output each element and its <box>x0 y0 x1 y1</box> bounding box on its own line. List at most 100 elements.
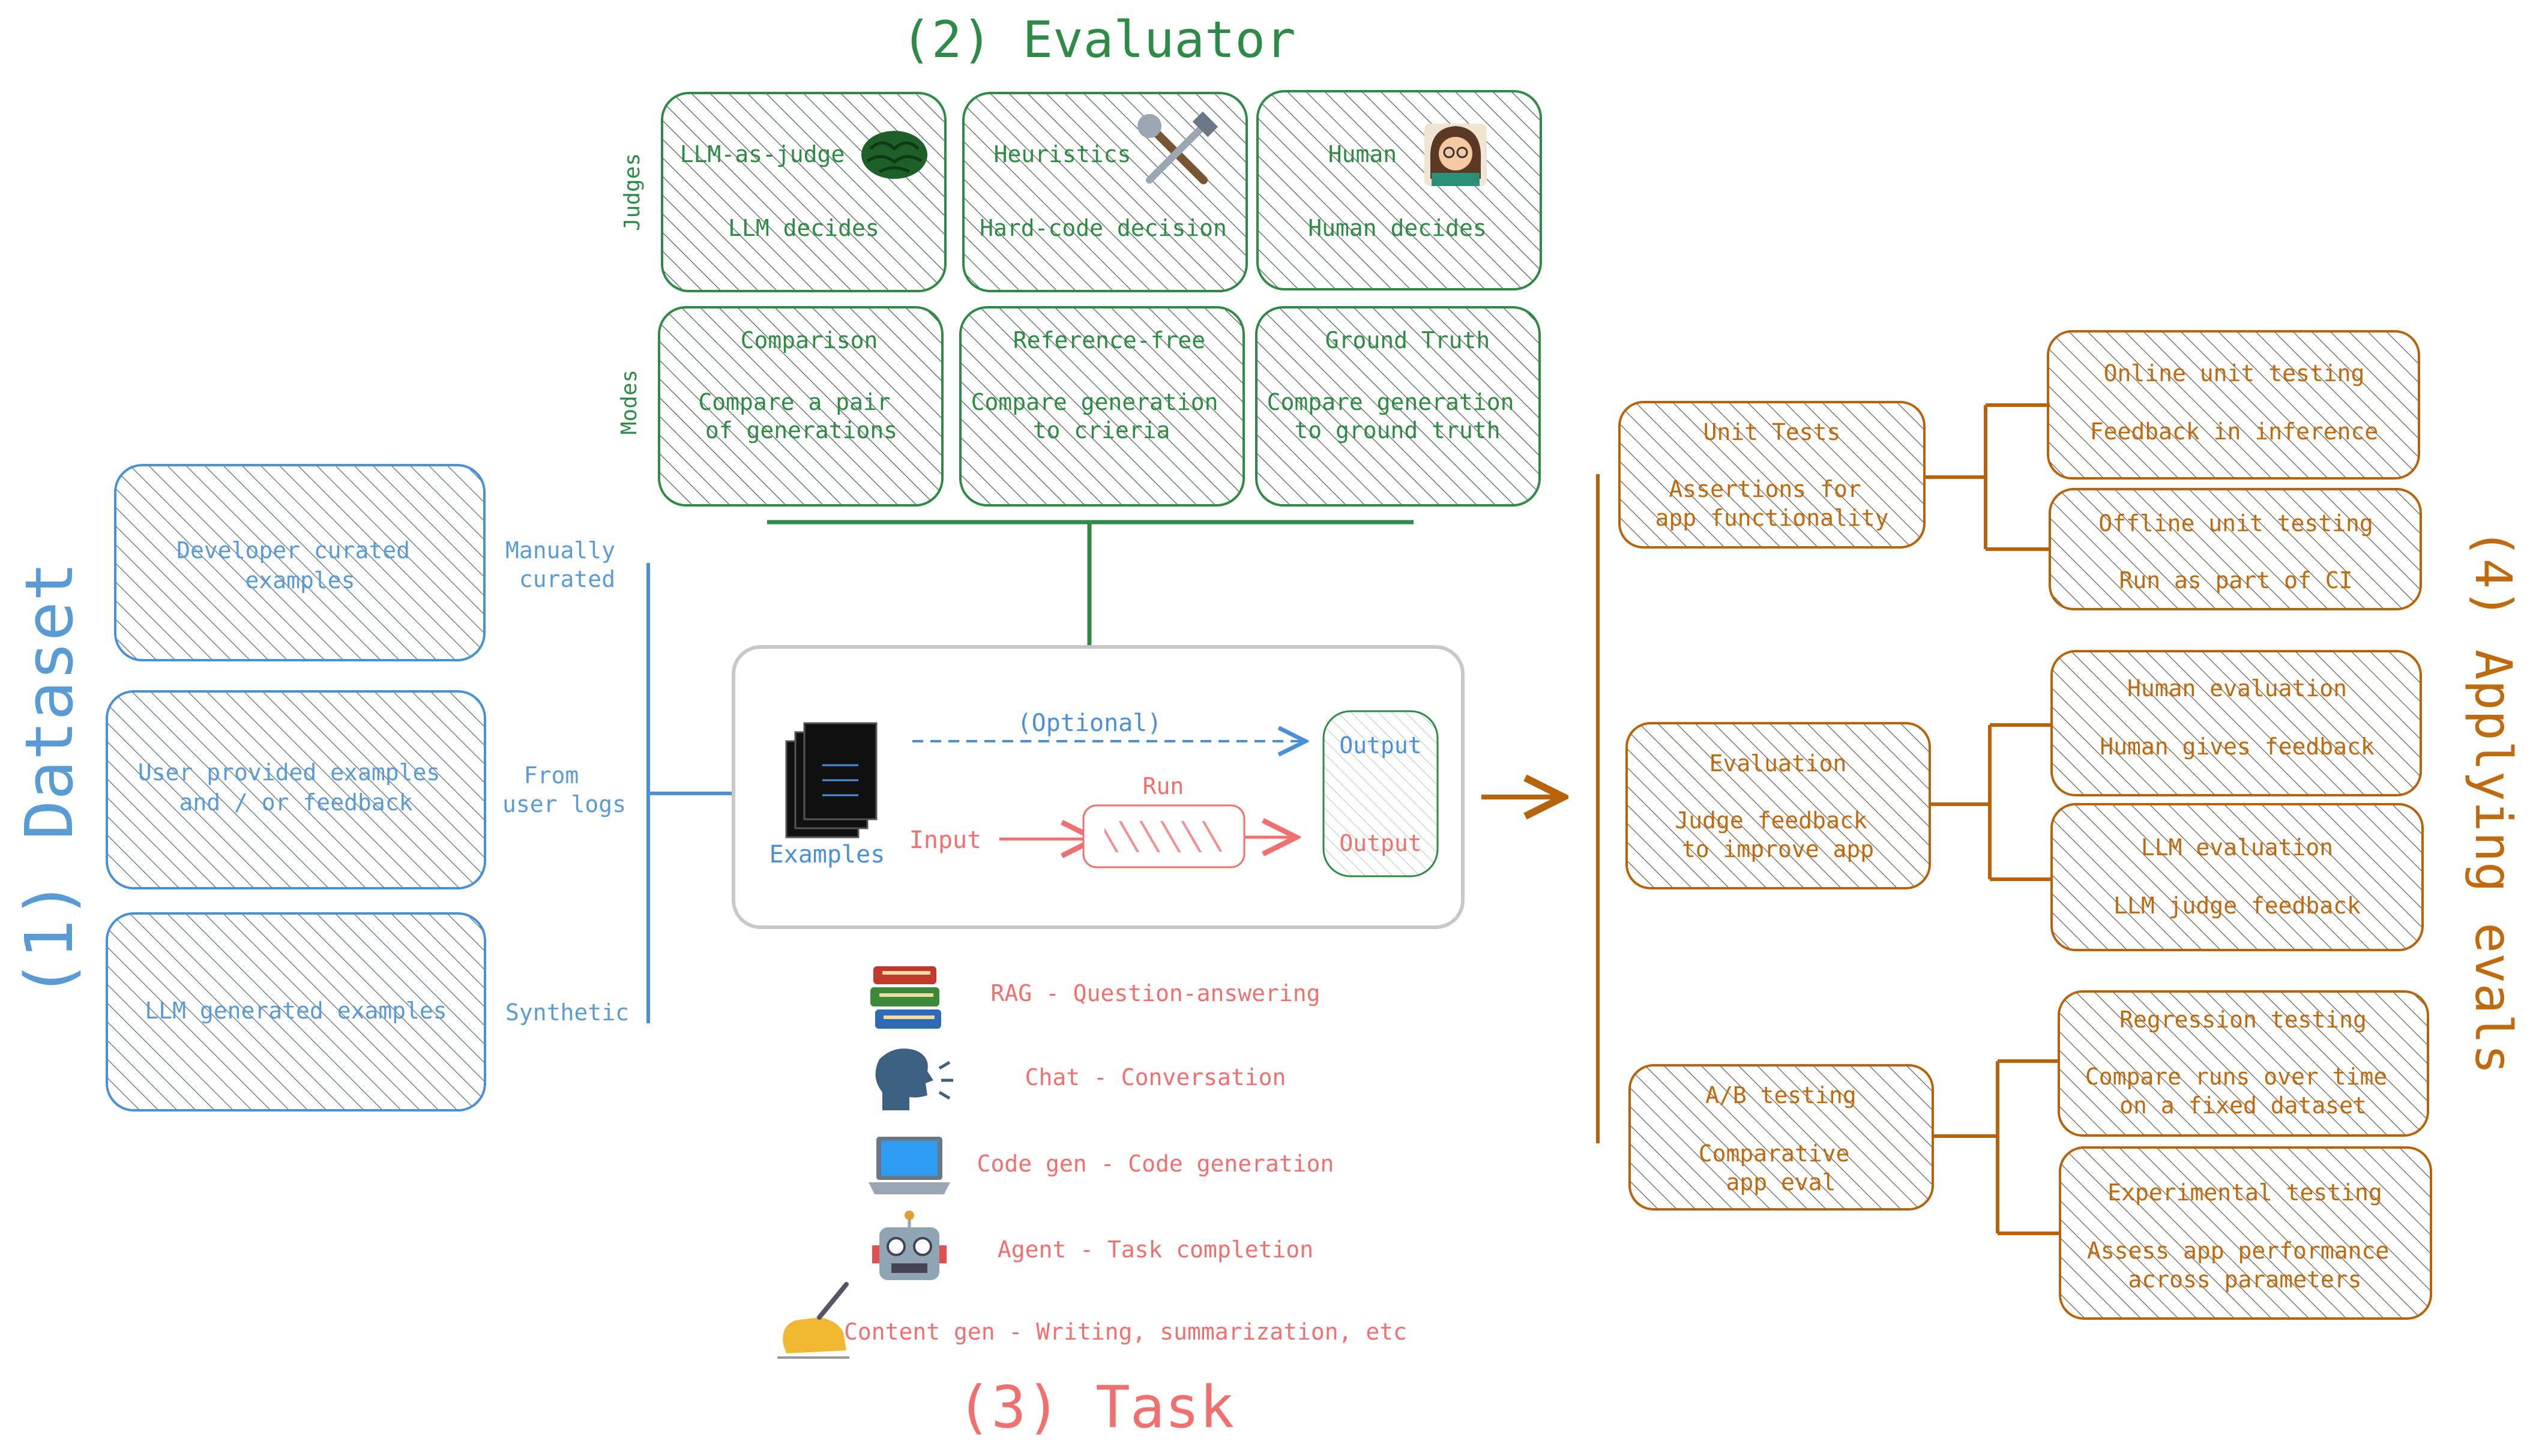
applying-group-2: A/B testing Comparative app eval <box>1628 1064 1934 1211</box>
applying-group-0-name: Unit Tests <box>1703 419 1841 445</box>
task-type-4-text: Content gen - Writing, summarization, et… <box>844 1319 1407 1345</box>
evaluator-title: (2) Evaluator <box>901 10 1295 69</box>
robot-icon <box>872 1211 947 1280</box>
applying-child-2-0-name: Regression testing <box>2119 1006 2367 1033</box>
svg-text:Comparative app eval: Comparative app eval <box>1699 1140 1864 1196</box>
mode-desc-1-line-1: to crieria <box>1033 417 1170 444</box>
brain-icon <box>861 131 927 179</box>
judge-name-2: Human <box>1328 141 1397 167</box>
output-label-run: Output <box>1339 830 1421 856</box>
svg-text:Synthetic: Synthetic <box>505 999 629 1026</box>
applying-group-0-desc-1: app functionality <box>1655 505 1889 531</box>
mode-card-1: Reference-free Compare generation to cri… <box>959 306 1245 507</box>
applying-group-1: Evaluation Judge feedback to improve app <box>1625 722 1931 889</box>
mode-desc-0-line-1: of generations <box>705 417 897 444</box>
svg-text:Compare runs over time o: Compare runs over time on a fixed datase… <box>2085 1063 2401 1119</box>
mode-name-1: Reference-free <box>1013 327 1205 353</box>
task-panel <box>732 645 1465 929</box>
mode-desc-2-line-0: Compare generation <box>1267 389 1514 415</box>
svg-text:User provided examples a: User provided examples and / or feedback <box>138 759 454 816</box>
applying-child-0-0: Online unit testing Feedback in inferenc… <box>2047 330 2420 480</box>
dataset-side-label-0-line-0: Manually <box>505 537 615 564</box>
task-type-2-text: Code gen - Code generation <box>977 1151 1334 1177</box>
dataset-connector <box>646 563 733 1023</box>
dataset-box-0-line-1: examples <box>245 567 355 594</box>
applying-child-0-1: Offline unit testing Run as part of CI <box>2049 488 2422 610</box>
applying-child-0-1-name: Offline unit testing <box>2098 510 2373 537</box>
svg-text:Assess app performance a: Assess app performance across parameters <box>2087 1238 2403 1293</box>
applying-child-1-0: Human evaluation Human gives feedback <box>2050 650 2422 796</box>
dataset-box-1-line-0: User provided examples <box>138 759 440 786</box>
tools-icon <box>1137 111 1218 184</box>
task-type-4: Content gen - Writing, summarization, et… <box>777 1282 1407 1359</box>
task-type-1-text: Chat - Conversation <box>1025 1064 1286 1090</box>
mode-desc-2-line-1: to ground truth <box>1294 417 1500 444</box>
modes-row-label: Modes <box>617 370 642 435</box>
dataset-side-label-1-line-1: user logs <box>502 791 626 817</box>
dataset-side-label-2-line-0: Synthetic <box>505 999 629 1026</box>
applying-group-0: Unit Tests Assertions for app functional… <box>1618 401 1926 549</box>
task-type-0-text: RAG - Question-answering <box>990 980 1320 1006</box>
task-type-3: Agent - Task completion <box>872 1211 1313 1280</box>
dataset-box-0: Developer curated examples <box>114 464 486 661</box>
applying-group-2-desc-0: Comparative <box>1699 1140 1850 1167</box>
evaluator-connector <box>767 520 1414 645</box>
task-type-3-text: Agent - Task completion <box>998 1236 1313 1263</box>
applying-child-2-0: Regression testing Compare runs over tim… <box>2058 990 2429 1137</box>
dataset-box-0-line-0: Developer curated <box>176 537 410 564</box>
applying-group-2-desc-1: app eval <box>1726 1169 1836 1196</box>
svg-text:Manually curated: Manually curated <box>505 537 629 592</box>
svg-text:From user logs: From user logs <box>502 762 626 817</box>
speaking-head-icon <box>875 1048 953 1110</box>
applying-title: (4) Applying evals <box>2464 528 2523 1074</box>
applying-group-2-connector <box>1933 1059 2059 1235</box>
task-type-2: Code gen - Code generation <box>869 1137 1334 1194</box>
applying-child-1-0-desc-0: Human gives feedback <box>2100 733 2375 760</box>
mode-name-0: Comparison <box>741 327 878 353</box>
mode-desc-0-line-0: Compare a pair <box>698 389 890 415</box>
svg-text:Assertions for app funct: Assertions for app functionality <box>1655 476 1889 531</box>
input-label: Input <box>909 826 981 854</box>
judge-card-2: Human Human decides <box>1256 90 1542 290</box>
applying-child-0-1-desc-0: Run as part of CI <box>2119 567 2353 594</box>
judge-desc-1: Hard-code decision <box>980 215 1227 241</box>
judge-desc-2: Human decides <box>1308 215 1486 241</box>
applying-group-0-connector <box>1924 403 2050 551</box>
applying-child-1-1: LLM evaluation LLM judge feedback <box>2050 803 2424 951</box>
mode-name-2: Ground Truth <box>1325 327 1490 353</box>
task-title: (3) Task <box>957 1374 1234 1441</box>
svg-text:Compare a pair of genera: Compare a pair of generations <box>698 389 904 444</box>
human-icon <box>1424 124 1487 186</box>
task-type-1: Chat - Conversation <box>875 1048 1286 1110</box>
judge-desc-0: LLM decides <box>728 215 879 241</box>
writing-hand-icon <box>777 1282 849 1359</box>
run-box <box>1082 804 1245 868</box>
applying-child-2-1-desc-1: across parameters <box>2128 1266 2362 1293</box>
mode-card-2: Ground Truth Compare generation to groun… <box>1255 306 1541 507</box>
judge-name-1: Heuristics <box>994 141 1131 167</box>
svg-text:LLM generated examples: LLM generated examples <box>145 997 447 1024</box>
dataset-box-2: LLM generated examples <box>106 912 486 1112</box>
judge-name-0: LLM-as-judge <box>680 141 845 167</box>
optional-label: (Optional) <box>1017 709 1162 737</box>
dataset-side-label-1-line-0: From <box>524 762 579 789</box>
svg-text:Compare generation to gr: Compare generation to ground truth <box>1267 389 1528 444</box>
svg-text:Compare generation to cr: Compare generation to crieria <box>971 389 1232 444</box>
laptop-icon <box>869 1137 950 1194</box>
applying-child-2-1: Experimental testing Assess app performa… <box>2059 1146 2432 1320</box>
applying-child-2-0-desc-1: on a fixed dataset <box>2119 1092 2367 1119</box>
dataset-box-2-line-0: LLM generated examples <box>145 997 447 1024</box>
applying-child-2-1-name: Experimental testing <box>2107 1179 2382 1206</box>
applying-group-1-connector <box>1930 723 2052 881</box>
task-type-0: RAG - Question-answering <box>870 966 1321 1029</box>
applying-child-2-1-desc-0: Assess app performance <box>2087 1238 2389 1264</box>
examples-label: Examples <box>770 841 885 868</box>
applying-child-2-0-desc-0: Compare runs over time <box>2085 1063 2387 1090</box>
applying-group-0-desc-0: Assertions for <box>1669 476 1861 502</box>
applying-child-1-1-name: LLM evaluation <box>2141 834 2333 861</box>
judge-card-1: Heuristics Hard-code decision <box>962 92 1248 292</box>
applying-group-1-desc-0: Judge feedback <box>1675 807 1867 834</box>
applying-child-1-0-name: Human evaluation <box>2127 675 2347 702</box>
dataset-side-label-0-line-1: curated <box>519 566 615 592</box>
